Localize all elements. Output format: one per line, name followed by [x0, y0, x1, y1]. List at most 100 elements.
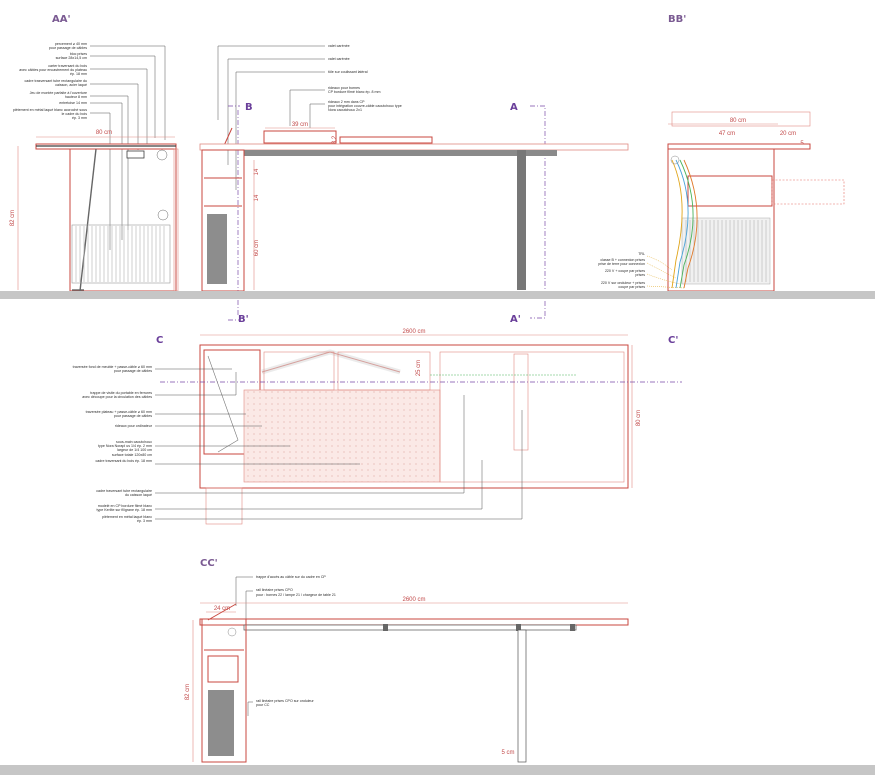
svg-text:ép. 3 mm: ép. 3 mm — [72, 116, 87, 120]
plan-view: C C' 2600 cm 80 cm 25 cm — [73, 329, 682, 525]
svg-text:pour passage de câbles: pour passage de câbles — [114, 414, 152, 418]
plan-top-box-left — [263, 351, 335, 391]
svg-text:percement ⌀ 40 mm: percement ⌀ 40 mm — [55, 42, 87, 46]
svg-text:hauteur 8 mm: hauteur 8 mm — [65, 95, 87, 99]
b-dim-82: 8,2 — [332, 135, 338, 144]
cc-shelf-box — [207, 655, 239, 683]
b-steel-leg — [517, 150, 526, 290]
cc-notes: trappe d'accès au câble sur du cadre en … — [256, 575, 336, 707]
svg-text:rideaux pour bornes: rideaux pour bornes — [328, 86, 360, 90]
svg-text:cadre traversant tube rectangu: cadre traversant tube rectangulaire — [96, 489, 152, 493]
b-computer — [207, 214, 227, 284]
cut-line-a — [530, 105, 546, 319]
bb-tabletop — [667, 143, 811, 150]
aa-dim-height: 82 cm — [10, 210, 16, 226]
section-title-bb: BB' — [668, 14, 686, 25]
section-a-elevation: valet carénée valet carénée tôle sur cou… — [199, 44, 629, 325]
b-dim-39: 39 cm — [292, 122, 308, 128]
plan-lid-fold — [261, 351, 401, 373]
b-dim-60: 60 cm — [254, 240, 260, 256]
cc-cable-hole — [227, 627, 237, 637]
aa-notes: percement ⌀ 40 mm pour passage de câbles… — [13, 42, 87, 120]
cc-rail-clip-2 — [516, 624, 521, 631]
svg-text:rail linéaire prises CPO sur o: rail linéaire prises CPO sur onduleur — [256, 699, 315, 703]
b-tabletop-outline — [199, 143, 629, 151]
svg-text:220 V sur onduleur + prises: 220 V sur onduleur + prises — [601, 281, 645, 285]
plan-top-box-right — [337, 351, 431, 391]
svg-text:CP bordure filmé blanc ép. 8 m: CP bordure filmé blanc ép. 8 mm — [328, 90, 380, 94]
section-bb: BB' 80 cm 47 cm 20 cm 5 TRL classe B + c… — [598, 14, 845, 292]
plan-cabinet-leg — [205, 487, 243, 525]
cc-cabinet — [201, 618, 247, 763]
svg-text:rideaux pour ordinateur: rideaux pour ordinateur — [115, 424, 153, 428]
svg-text:carter traversant du bois: carter traversant du bois — [48, 64, 87, 68]
svg-text:220 V + coupe par prises: 220 V + coupe par prises — [605, 269, 645, 273]
cc-leg — [517, 629, 527, 763]
aa-cable-hole-lower — [157, 209, 169, 221]
svg-text:pour intégration couvre-câble: pour intégration couvre-câble caoutchouc… — [328, 104, 402, 108]
plan-notes: traversée fond de meuble + passe-câble ⌀… — [73, 365, 153, 523]
bb-hidden-top — [671, 111, 811, 127]
plan-slot — [513, 353, 529, 451]
svg-text:TRL: TRL — [638, 252, 645, 256]
ground-top — [0, 291, 875, 299]
section-aa: AA' percement ⌀ 40 mm pour passage de câ… — [10, 14, 179, 292]
cc-rail-clip-3 — [570, 624, 575, 631]
svg-text:prise de terre pour connexion: prise de terre pour connexion — [598, 262, 645, 266]
cc-dim-82: 82 cm — [185, 684, 191, 700]
marker-c: C — [156, 335, 163, 346]
cc-rail — [243, 624, 577, 631]
marker-a-top: A — [510, 102, 518, 113]
cc-dim-2600: 2600 cm — [402, 597, 425, 603]
b-top-box-left — [263, 130, 337, 144]
svg-text:sous-main caoutchouc: sous-main caoutchouc — [116, 440, 152, 444]
svg-text:surface 28x14,5 cm: surface 28x14,5 cm — [56, 56, 87, 60]
b-notes: valet carénée valet carénée tôle sur cou… — [328, 44, 402, 112]
aa-leaders — [90, 45, 166, 250]
cc-dim-24: 24 cm — [214, 606, 230, 612]
svg-text:rail linéaire prises CPO: rail linéaire prises CPO — [256, 588, 293, 592]
svg-text:surface totale 120x80 cm: surface totale 120x80 cm — [112, 453, 152, 457]
svg-text:entretoise 14 mm: entretoise 14 mm — [59, 101, 87, 105]
bb-cables — [670, 155, 698, 289]
svg-text:valet carénée: valet carénée — [328, 57, 350, 61]
cc-dim-5: 5 cm — [501, 750, 514, 756]
svg-text:trappe de visite du portable e: trappe de visite du portable en ferrures — [90, 391, 152, 395]
marker-b-bottom: B' — [238, 314, 249, 325]
cc-computer — [208, 690, 234, 756]
svg-text:piètement en métal laqué blanc: piètement en métal laqué blanc accroché … — [13, 108, 87, 112]
section-title-aa: AA' — [52, 14, 71, 25]
aa-radiator — [71, 224, 171, 284]
svg-text:cadre traversant du bois ép. 1: cadre traversant du bois ép. 18 mm — [95, 459, 152, 463]
svg-text:cadre trasversant tube rectang: cadre trasversant tube rectangulaire du — [24, 79, 87, 83]
bb-notes: TRL classe B + connexion prises prise de… — [598, 252, 685, 289]
svg-text:valet carénée: valet carénée — [328, 44, 350, 48]
marker-a-bottom: A' — [510, 314, 521, 325]
ground-bottom — [0, 765, 875, 775]
plan-tabletop — [199, 344, 629, 489]
svg-text:avec câbles pour encastrement: avec câbles pour encastrement du plateau — [19, 68, 87, 72]
aa-cable-hole — [156, 149, 168, 161]
svg-text:tôle sur coulissant latéral: tôle sur coulissant latéral — [328, 70, 368, 74]
svg-text:pour passage de câbles: pour passage de câbles — [114, 369, 152, 373]
svg-text:pour : bornes 22 / lampe 21 /: pour : bornes 22 / lampe 21 / chargeur d… — [256, 593, 336, 597]
plan-lid-fold-fill — [261, 349, 401, 375]
svg-text:ép. 3 mm: ép. 3 mm — [137, 519, 152, 523]
bb-dim-80: 80 cm — [730, 118, 746, 124]
b-dim-14b: 14 — [254, 194, 260, 201]
svg-text:pour CC: pour CC — [256, 703, 270, 707]
marker-c-prime: C' — [668, 335, 678, 346]
svg-text:avec découpe pour la circulati: avec découpe pour la circulation des câb… — [82, 395, 152, 399]
bb-drawer-open — [771, 179, 845, 205]
plan-leaders — [155, 368, 523, 520]
cut-line-b — [228, 105, 240, 321]
svg-text:Jeu de montée parfaite à l'ouv: Jeu de montée parfaite à l'ouverture — [30, 91, 87, 95]
section-cc: CC' trappe d'accès au câble sur du cadre… — [185, 558, 629, 763]
aa-socket-block — [126, 150, 145, 159]
aa-dim-width: 80 cm — [96, 130, 112, 136]
b-dim-14a: 14 — [254, 168, 260, 175]
svg-text:classe B + connexion prises: classe B + connexion prises — [600, 258, 645, 262]
svg-text:prises: prises — [635, 273, 645, 277]
plan-dim-2600: 2600 cm — [402, 329, 425, 335]
